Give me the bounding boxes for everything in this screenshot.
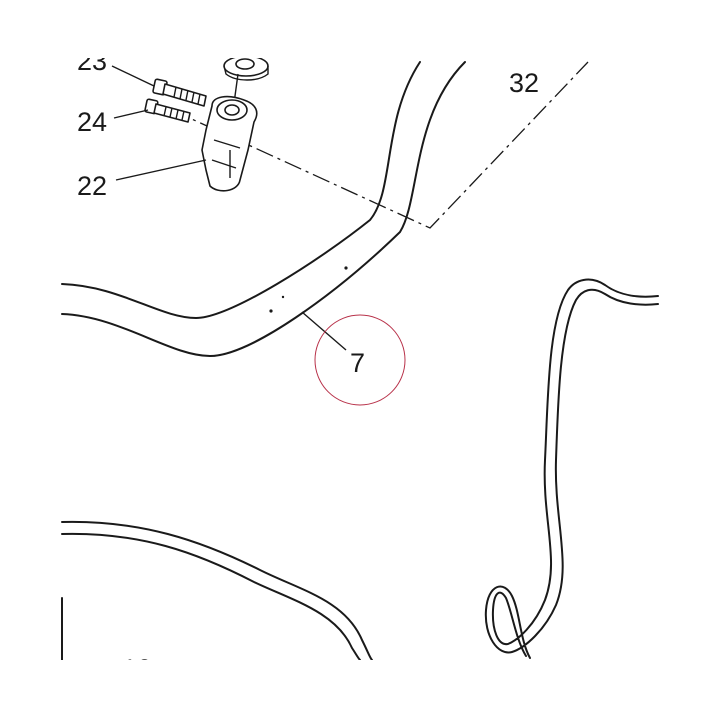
washer: [223, 55, 269, 81]
leader-24: [113, 109, 149, 119]
bolt-24: [144, 98, 191, 123]
callout-22: 22: [77, 171, 107, 201]
tube-hole-1: [344, 266, 348, 270]
tube-hole-2: [269, 309, 273, 313]
leader-7: [301, 311, 347, 351]
lower-tube-upper-edge: [61, 520, 373, 661]
bottom-crop: [0, 660, 720, 720]
tube-7-upper-edge: [61, 61, 421, 319]
callout-7: 7: [350, 348, 365, 378]
right-crop: [660, 0, 720, 720]
lower-tube-lower-edge: [61, 532, 361, 661]
clamp-bracket-22: [201, 95, 258, 192]
top-crop: [0, 0, 720, 58]
leader-23: [111, 65, 155, 87]
bolt-23: [152, 78, 207, 107]
right-tube-inner: [484, 288, 659, 659]
callout-24: 24: [77, 107, 107, 137]
right-tube-outer: [491, 278, 659, 657]
tube-hole-3: [281, 295, 285, 299]
callout-32: 32: [509, 68, 539, 98]
tube-7-lower-edge: [61, 61, 466, 357]
leader-22: [115, 159, 207, 181]
center-line: [171, 61, 589, 229]
left-crop: [0, 0, 60, 720]
highlight-circle: [314, 314, 406, 406]
